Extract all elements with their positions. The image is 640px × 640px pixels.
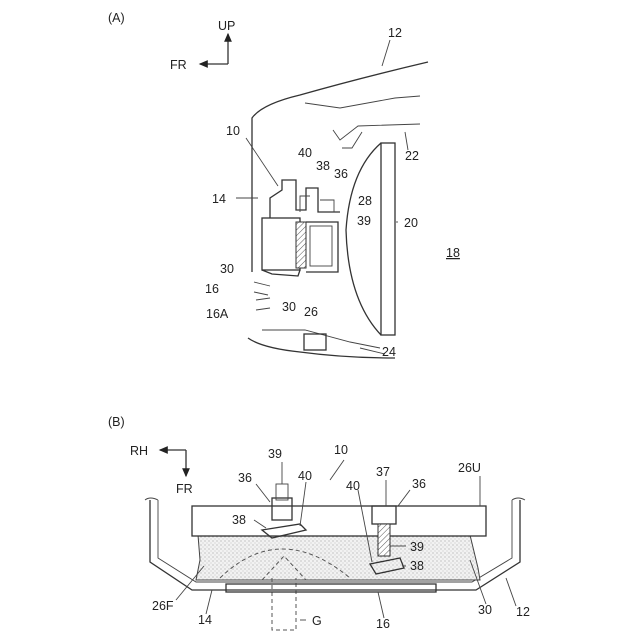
lower-panel-24 [248,338,395,358]
ref-16A: 16A [206,307,229,321]
ref-28: 28 [358,194,372,208]
ref-37: 37 [376,465,390,479]
foam-30 [196,535,480,580]
ref-10-b: 10 [334,443,348,457]
ref-38-a: 38 [316,159,330,173]
ref-22: 22 [405,149,419,163]
ref-24: 24 [382,345,396,359]
ref-36-b2: 36 [412,477,426,491]
ref-20: 20 [404,216,418,230]
ref-40-b1: 40 [298,469,312,483]
front-label-b: FR [176,482,193,496]
front-label: FR [170,58,187,72]
bracket-22-line [333,124,420,140]
panel-a-label: (A) [108,11,125,25]
clip-assembly-36 [270,180,340,218]
clip-38 [320,200,334,212]
ref-40-b2: 40 [346,479,360,493]
break-left [145,498,158,500]
leader-36-b2 [398,490,410,506]
vent-16A-b [256,308,270,310]
leader-16-b [378,592,384,618]
ref-G: G [312,614,322,628]
leader-22 [405,132,408,150]
leader-12-b [506,578,516,606]
clip-right-pin [378,524,390,556]
leader-14-b [206,590,212,614]
right-label: RH [130,444,148,458]
hatched-wall [296,222,306,268]
ref-36-b1: 36 [238,471,252,485]
ref-18: 18 [446,246,460,260]
leader-10 [246,138,278,186]
vent-16-b [254,292,268,295]
ref-38-b2: 38 [410,559,424,573]
ref-10-a: 10 [226,124,240,138]
ref-30-a2: 30 [282,300,296,314]
leader-10-b [330,460,344,480]
leader-12 [382,40,390,66]
bracket-detail [342,132,362,148]
ref-14-a: 14 [212,192,226,206]
ref-16-b: 16 [376,617,390,631]
panel-a: (A) UP FR [108,11,460,359]
leader-26F [176,566,204,600]
ref-12-b: 12 [516,605,530,619]
ref-36-a: 36 [334,167,348,181]
lower-panel-inner [262,330,380,348]
display-back-curve [346,143,381,335]
ref-39-a: 39 [357,214,371,228]
ref-26U: 26U [458,461,481,475]
panel-b: (B) RH FR [108,415,530,631]
ref-14-b: 14 [198,613,212,627]
ref-39-b2: 39 [410,540,424,554]
ref-12-a: 12 [388,26,402,40]
lower-bracket [304,334,326,350]
inner-panel-line [305,96,420,108]
ref-38-b1: 38 [232,513,246,527]
vent-16A-a [256,298,270,300]
ref-16-a: 16 [205,282,219,296]
ref-30-a1: 30 [220,262,234,276]
break-right [512,498,525,500]
ref-26F: 26F [152,599,174,613]
display-20 [381,143,395,335]
door-16 [226,584,436,592]
orientation-compass-a: UP FR [170,19,235,72]
case-26 [306,222,338,272]
vent-16-a [254,282,270,286]
case-inner [310,226,332,266]
ref-40-a: 40 [298,146,312,160]
ref-39-b1: 39 [268,447,282,461]
panel-b-label: (B) [108,415,125,429]
airbag-G [272,578,296,630]
housing-14 [262,218,300,270]
ref-30-b: 30 [478,603,492,617]
door-30 [262,270,300,276]
up-label: UP [218,19,235,33]
orientation-compass-b: RH FR [130,444,193,496]
ref-26: 26 [304,305,318,319]
leader-36-b1 [256,484,270,502]
